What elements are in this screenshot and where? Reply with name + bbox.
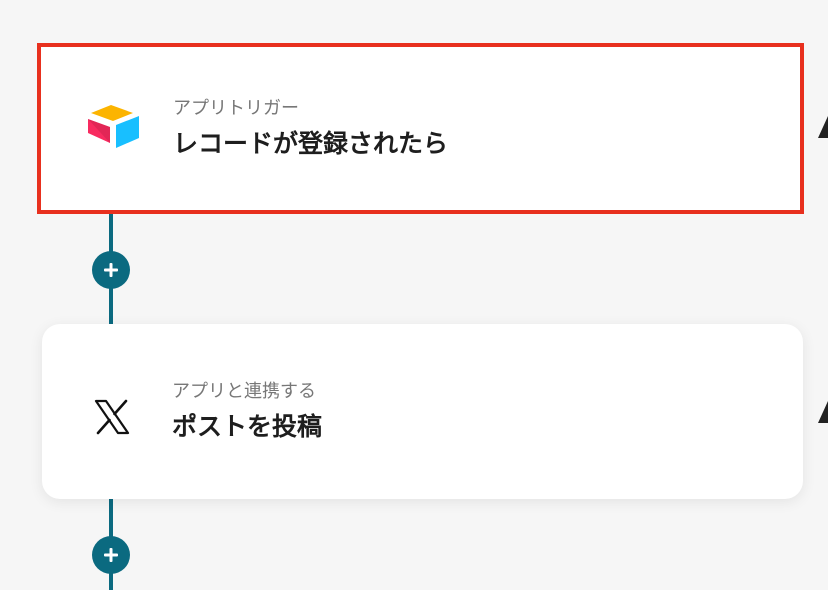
- step-text: アプリトリガー レコードが登録されたら: [173, 97, 448, 161]
- plus-icon: [104, 548, 118, 562]
- step-title: レコードが登録されたら: [173, 129, 449, 158]
- step-title: ポストを投稿: [172, 412, 323, 441]
- caret-icon: [818, 401, 828, 423]
- step-type-label: アプリトリガー: [173, 98, 299, 119]
- step-text: アプリと連携する ポストを投稿: [172, 380, 322, 444]
- caret-icon: [818, 116, 828, 138]
- x-logo-icon: [94, 399, 130, 435]
- add-step-button[interactable]: [92, 536, 130, 574]
- airtable-icon: [85, 103, 143, 153]
- trigger-step-card[interactable]: アプリトリガー レコードが登録されたら: [37, 43, 804, 214]
- add-step-button[interactable]: [92, 251, 130, 289]
- plus-icon: [104, 263, 118, 277]
- action-step-card[interactable]: アプリと連携する ポストを投稿: [42, 324, 803, 499]
- step-type-label: アプリと連携する: [172, 381, 316, 402]
